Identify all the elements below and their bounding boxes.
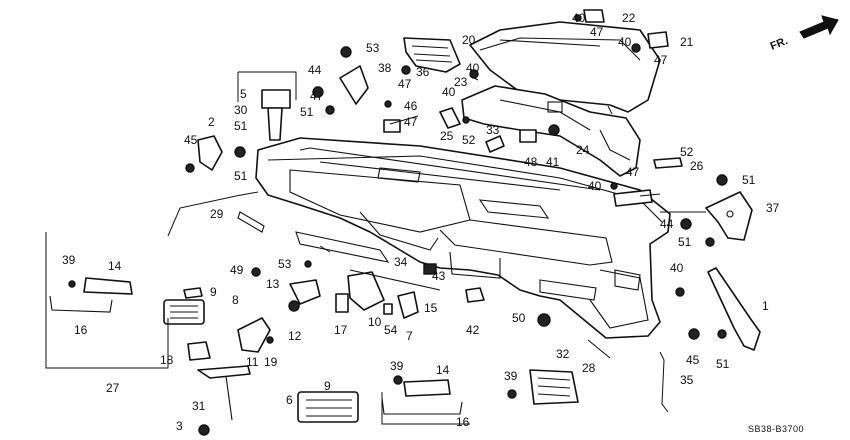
callout-40-far: 40 — [670, 261, 684, 275]
callout-45-right: 45 — [686, 353, 700, 367]
callout-51-upper: 51 — [300, 105, 314, 119]
fasteners — [68, 14, 728, 436]
callout-21: 21 — [680, 35, 694, 49]
side-vent-36 — [403, 37, 461, 73]
callout-5: 5 — [240, 87, 247, 101]
callout-39-center: 39 — [390, 359, 404, 373]
callout-27: 27 — [106, 381, 120, 395]
callout-47-right: 47 — [626, 165, 640, 179]
callout-50: 50 — [512, 311, 526, 325]
callout-40-right: 40 — [588, 179, 602, 193]
callout-2: 2 — [208, 115, 215, 129]
callout-46: 46 — [404, 99, 418, 113]
callout-12: 12 — [288, 329, 302, 343]
callout-16-left: 16 — [74, 323, 88, 337]
callout-44-left: 44 — [308, 63, 322, 77]
callout-8: 8 — [232, 293, 239, 307]
callout-35: 35 — [680, 373, 694, 387]
callout-47-left: 47 — [310, 89, 324, 103]
front-arrow-icon — [799, 15, 839, 39]
bracket-2 — [197, 135, 223, 171]
callout-33: 33 — [486, 123, 500, 137]
callout-32: 32 — [556, 347, 570, 361]
callout-3: 3 — [176, 419, 183, 433]
callout-1: 1 — [762, 299, 769, 313]
callout-37: 37 — [766, 201, 780, 215]
callout-43: 43 — [432, 269, 446, 283]
callout-47-mid: 47 — [404, 115, 418, 129]
center-small-parts — [289, 9, 683, 415]
callout-10: 10 — [368, 315, 382, 329]
callout-23: 23 — [454, 75, 468, 89]
callout-6: 6 — [286, 393, 293, 407]
callout-17: 17 — [334, 323, 348, 337]
callout-41: 41 — [546, 155, 560, 169]
callout-47-visor: 47 — [654, 53, 668, 67]
callout-39-right: 39 — [504, 369, 518, 383]
callout-11: 11 — [246, 355, 259, 369]
callout-19: 19 — [264, 355, 278, 369]
callout-47-top: 47 — [590, 25, 604, 39]
callout-51-left-b: 51 — [234, 169, 248, 183]
callout-47-upper: 47 — [398, 77, 412, 91]
callout-52-mid: 52 — [462, 133, 476, 147]
callout-labels: 1 2 3 5 6 7 8 9 9 10 11 12 13 14 14 15 1… — [62, 11, 780, 433]
callout-36: 36 — [416, 65, 430, 79]
left-small-parts — [49, 211, 359, 423]
callout-52-right: 52 — [680, 145, 694, 159]
callout-24: 24 — [576, 143, 590, 157]
dashboard-panel — [255, 137, 671, 339]
callout-49: 49 — [230, 263, 244, 277]
callout-13: 13 — [266, 277, 280, 291]
callout-39-left: 39 — [62, 253, 76, 267]
callout-54: 54 — [384, 323, 398, 337]
callout-42: 42 — [466, 323, 480, 337]
callout-15: 15 — [424, 301, 438, 315]
callout-38: 38 — [378, 61, 392, 75]
callout-40-mid: 40 — [442, 85, 456, 99]
callout-7: 7 — [406, 329, 413, 343]
leader-lines — [45, 71, 706, 425]
bracket-30 — [261, 89, 291, 141]
support-bar-1 — [707, 267, 761, 351]
callout-9-right: 9 — [324, 379, 331, 393]
drawing-code: SB38-B3700 — [748, 424, 804, 434]
callout-53-low: 53 — [278, 257, 292, 271]
callout-18: 18 — [160, 353, 174, 367]
callout-44-right: 44 — [660, 217, 674, 231]
callout-9-left: 9 — [210, 285, 217, 299]
callout-16-right: 16 — [456, 415, 470, 429]
callout-40-visor: 40 — [618, 35, 632, 49]
callout-30: 30 — [234, 103, 248, 117]
callout-48: 48 — [524, 155, 538, 169]
callout-51-left-a: 51 — [234, 119, 248, 133]
front-label: FR. — [769, 35, 790, 53]
callout-14-right: 14 — [436, 363, 450, 377]
callout-25: 25 — [440, 129, 454, 143]
callout-20: 20 — [462, 33, 476, 47]
callout-22: 22 — [622, 11, 636, 25]
callout-14-left: 14 — [108, 259, 122, 273]
callout-51-right-b: 51 — [678, 235, 692, 249]
bracket-37 — [705, 191, 753, 241]
callout-29: 29 — [210, 207, 224, 221]
callout-53-top: 53 — [366, 41, 380, 55]
callout-40-top: 40 — [572, 11, 586, 25]
callout-31: 31 — [192, 399, 206, 413]
callout-28: 28 — [582, 361, 596, 375]
callout-51-right-a: 51 — [742, 173, 756, 187]
callout-34: 34 — [394, 255, 408, 269]
front-direction-indicator: FR. — [769, 15, 839, 53]
callout-45-left: 45 — [184, 133, 198, 147]
rod-35 — [659, 351, 669, 413]
callout-40-duct: 40 — [466, 61, 480, 75]
callout-26: 26 — [690, 159, 704, 173]
callout-51-right-c: 51 — [716, 357, 730, 371]
